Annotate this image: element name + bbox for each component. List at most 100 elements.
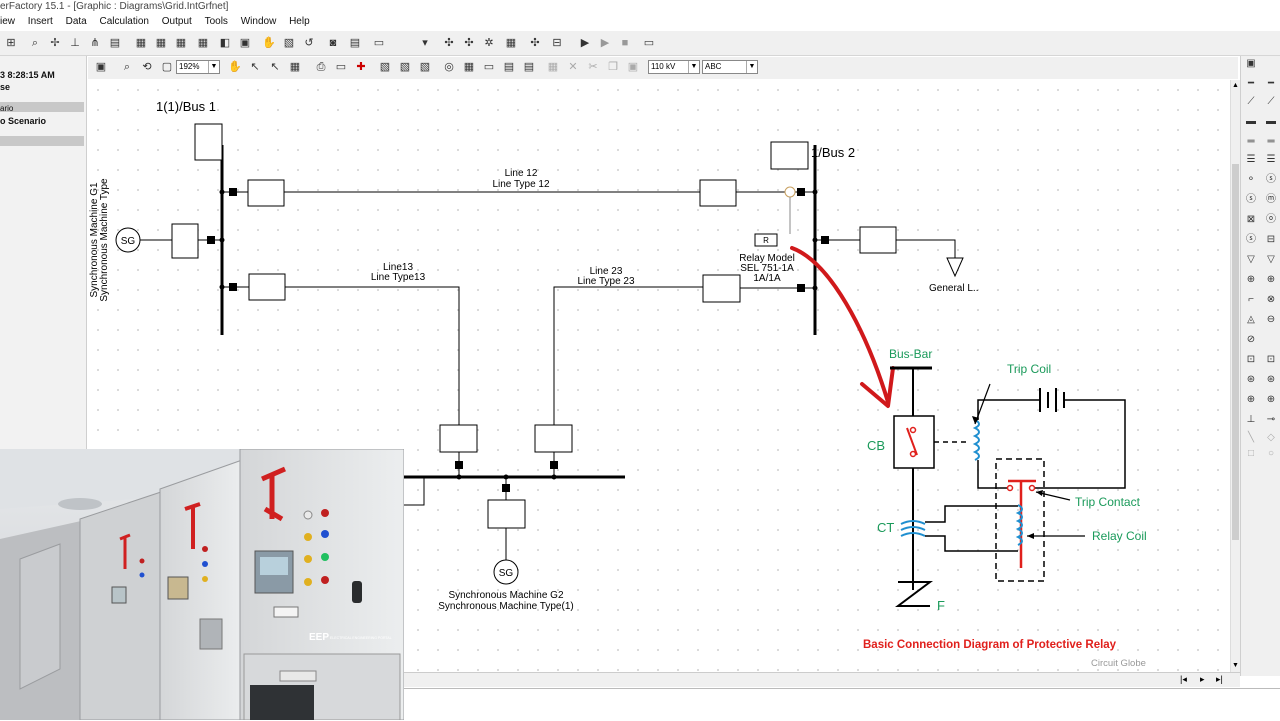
switch-tool-icon[interactable]: ⟋ — [1267, 96, 1275, 107]
line-tool-icon[interactable]: ═ — [1247, 136, 1255, 147]
vertical-scrollbar[interactable]: ▲ ▼ — [1230, 80, 1241, 674]
line-23-switch-box[interactable] — [702, 274, 741, 303]
generator-g2-switch-box[interactable] — [487, 499, 526, 529]
switch-tool-icon[interactable]: ⟋ — [1247, 96, 1255, 107]
tool-icon[interactable]: ▭ — [483, 61, 495, 73]
generator-g1-switch-box[interactable] — [171, 223, 199, 259]
tool-icon[interactable]: ⊡ — [1266, 354, 1276, 365]
bus-2-terminal-box[interactable] — [770, 141, 809, 170]
tool-icon[interactable]: ▤ — [523, 61, 535, 73]
tool-icon[interactable]: ⊛ — [1266, 374, 1276, 385]
report-icon[interactable]: ▤ — [109, 37, 121, 49]
tool-icon[interactable]: ⊘ — [1246, 334, 1256, 345]
tool-icon[interactable]: ▧ — [379, 61, 391, 73]
scroll-end-icon[interactable]: ▸| — [1216, 674, 1223, 684]
menu-insert[interactable]: Insert — [27, 16, 53, 27]
tool-icon[interactable]: ⌐ — [1248, 294, 1254, 305]
tool-icon[interactable]: ▦ — [463, 61, 475, 73]
pan-icon[interactable]: ✋ — [228, 61, 242, 73]
voltage-select[interactable]: 110 kV ▼ — [648, 60, 700, 74]
menu-tools[interactable]: Tools — [204, 16, 228, 27]
calc-icon[interactable]: ▦ — [505, 37, 517, 49]
play-icon[interactable]: ▶ — [580, 37, 590, 49]
busbar-tool-icon[interactable]: ━ — [1267, 78, 1275, 89]
tool-icon[interactable]: ▦ — [197, 37, 209, 49]
bus-1-terminal-box[interactable] — [194, 123, 223, 161]
breaker-icon[interactable]: ⋔ — [90, 37, 100, 49]
tool-icon[interactable]: ⊕ — [1246, 274, 1256, 285]
tool-icon[interactable]: ▤ — [503, 61, 515, 73]
window-icon[interactable]: ▭ — [373, 37, 385, 49]
grid-icon[interactable]: ✢ — [50, 37, 60, 49]
diagram-canvas[interactable] — [88, 80, 1228, 672]
insert-icon[interactable]: ✚ — [356, 61, 366, 73]
line-13-switch-box[interactable] — [248, 273, 286, 301]
tool-icon[interactable]: ▧ — [419, 61, 431, 73]
tool-icon[interactable]: ⊕ — [1266, 394, 1276, 405]
scroll-right-icon[interactable]: ▸ — [1200, 674, 1205, 684]
menu-help[interactable]: Help — [289, 16, 310, 27]
calc-icon[interactable]: ✣ — [464, 37, 474, 49]
bus-tool-icon[interactable]: ☰ — [1246, 154, 1256, 165]
tool-icon[interactable]: ◧ — [219, 37, 231, 49]
line-23[interactable] — [553, 286, 703, 425]
tool-icon[interactable]: ⊕ — [1266, 274, 1276, 285]
tool-icon[interactable]: ▦ — [155, 37, 167, 49]
draw-poly-icon[interactable]: ◇ — [1267, 432, 1275, 443]
terminal-tool-icon[interactable]: ▬ — [1246, 116, 1256, 127]
undo-icon[interactable]: ↺ — [304, 37, 314, 49]
scroll-thumb[interactable] — [1232, 164, 1239, 540]
line-13[interactable] — [285, 286, 460, 425]
bus-tool-icon[interactable]: ☰ — [1266, 154, 1276, 165]
tool-icon[interactable]: ⊥ — [1246, 414, 1256, 425]
zoom-box-icon[interactable]: ▢ — [161, 61, 173, 73]
layout-icon[interactable]: ▭ — [335, 61, 347, 73]
scroll-down-icon[interactable]: ▼ — [1232, 662, 1239, 669]
close-icon[interactable]: ✕ — [568, 61, 578, 73]
tool-icon[interactable]: ⊕ — [1246, 394, 1256, 405]
draw-circle-icon[interactable]: ○ — [1267, 448, 1275, 459]
menu-data[interactable]: Data — [65, 16, 87, 27]
generator-g2-symbol[interactable] — [493, 559, 519, 585]
freeze-icon[interactable]: ▣ — [1246, 58, 1256, 69]
calc-icon[interactable]: ⊟ — [552, 37, 562, 49]
select-icon[interactable]: ↖ — [270, 61, 280, 73]
ct-symbol[interactable] — [784, 186, 796, 198]
calc-icon[interactable]: ✲ — [484, 37, 494, 49]
tool-icon[interactable]: ▦ — [175, 37, 187, 49]
tool-icon[interactable]: ⊠ — [1246, 214, 1256, 225]
stop-icon[interactable]: ■ — [621, 37, 629, 49]
tool-icon[interactable]: ▦ — [547, 61, 559, 73]
monitor-icon[interactable]: ▭ — [643, 37, 655, 49]
tool-icon[interactable]: ⊟ — [1266, 234, 1276, 245]
search-icon[interactable]: ⌕ — [31, 37, 39, 49]
zoom-icon[interactable]: ⌕ — [123, 61, 131, 73]
tool-icon[interactable]: ⊖ — [1266, 314, 1276, 325]
copy-icon[interactable]: ❐ — [608, 61, 618, 73]
menu-window[interactable]: Window — [240, 16, 277, 27]
print-icon[interactable]: ⎙ — [316, 61, 326, 73]
tool-icon[interactable]: ◬ — [1247, 314, 1255, 325]
zoom-reset-icon[interactable]: ⟲ — [142, 61, 152, 73]
scroll-up-icon[interactable]: ▲ — [1232, 82, 1239, 89]
tool-icon[interactable]: ▧ — [399, 61, 411, 73]
draw-line-icon[interactable]: ╲ — [1247, 432, 1255, 443]
generator-tool-icon[interactable]: ⓢ — [1246, 194, 1256, 205]
line-tool-icon[interactable]: ═ — [1267, 136, 1275, 147]
table-icon[interactable]: ▤ — [349, 37, 361, 49]
tool-icon[interactable]: ⊡ — [1246, 354, 1256, 365]
phase-select[interactable]: ABC ▼ — [702, 60, 758, 74]
menu-output[interactable]: Output — [161, 16, 192, 27]
load-tool-icon[interactable]: ▽ — [1247, 254, 1255, 265]
line-12-switch-box-2[interactable] — [699, 179, 737, 207]
step-icon[interactable]: ▶ — [600, 37, 610, 49]
tool-icon[interactable]: ◎ — [444, 61, 454, 73]
transformer-tool-icon[interactable]: ⚬ — [1246, 174, 1256, 185]
plug-icon[interactable]: ⊥ — [70, 37, 80, 49]
draw-rect-icon[interactable]: □ — [1247, 448, 1255, 459]
select-icon[interactable]: ↖ — [250, 61, 260, 73]
tool-icon[interactable]: ⓢ — [1246, 234, 1256, 245]
menu-view[interactable]: iew — [0, 16, 16, 27]
load-switch-box[interactable] — [859, 226, 897, 254]
select-icon[interactable]: ▦ — [289, 61, 301, 73]
